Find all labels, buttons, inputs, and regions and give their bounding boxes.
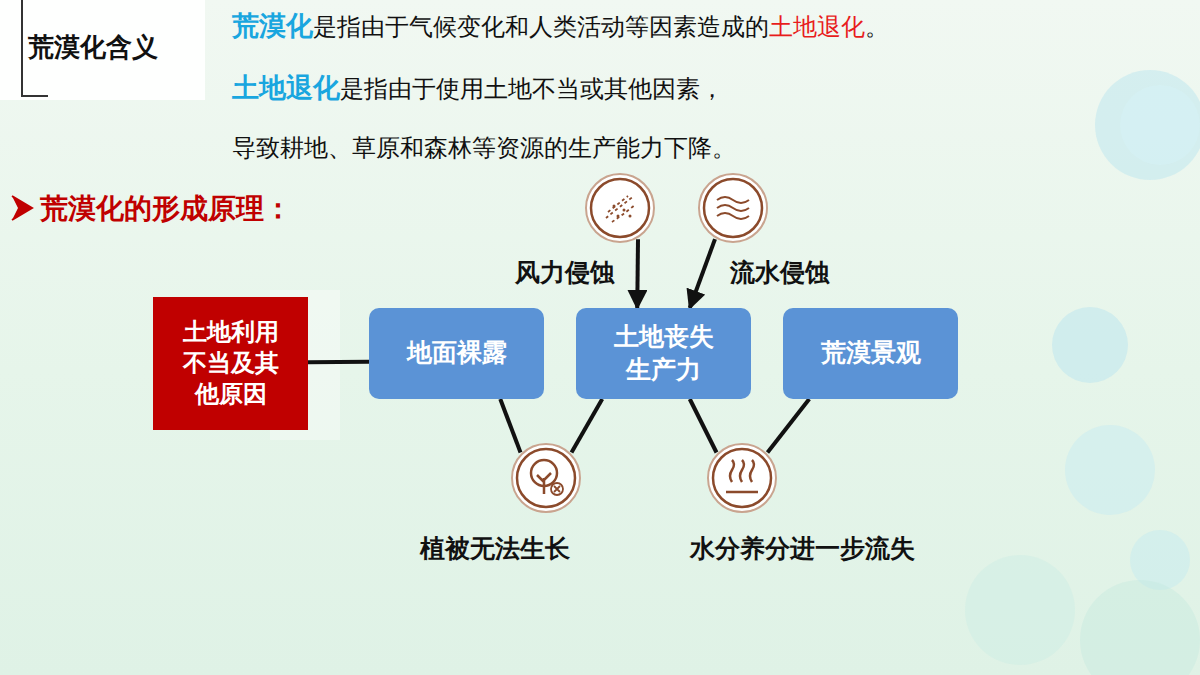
icon-ring	[512, 444, 580, 512]
definition-text: 是指由于气候变化和人类活动等因素造成的	[313, 11, 769, 43]
icon-circle-node: 水分养分进一步流失	[706, 442, 778, 514]
icon-ring	[517, 449, 575, 507]
process-box: 土地利用不当及其他原因	[153, 297, 308, 430]
water-symbol	[717, 197, 749, 219]
process-box: 地面裸露	[369, 308, 544, 399]
connector-line	[571, 399, 602, 453]
icon-circle-node: 风力侵蚀	[584, 172, 656, 244]
box-text: 荒漠景观	[821, 337, 921, 370]
icon-circle-node: 流水侵蚀	[697, 172, 769, 244]
icon-ring	[713, 449, 771, 507]
connector-line	[767, 399, 809, 453]
icon-circle	[510, 442, 582, 514]
box-text: 地面裸露	[407, 337, 507, 370]
icon-ring	[704, 179, 762, 237]
connector-line	[500, 399, 520, 453]
connector-line	[308, 360, 369, 364]
definition-text: 是指由于使用土地不当或其他因素，	[340, 73, 724, 105]
tree-crown	[531, 460, 557, 486]
no-mark	[551, 483, 563, 495]
definition-text: 土地退化	[769, 11, 865, 43]
text-row: 荒漠化是指由于气候变化和人类活动等因素造成的土地退化。	[232, 8, 889, 44]
icon-ring	[591, 179, 649, 237]
icon-label: 流水侵蚀	[730, 256, 830, 289]
definition-text: 导致耕地、草原和森林等资源的生产能力下降。	[232, 132, 736, 164]
tree-symbol	[537, 473, 551, 494]
sand-dot	[617, 215, 620, 218]
icon-circle	[706, 442, 778, 514]
icon-circle	[584, 172, 656, 244]
connector-arrow	[635, 239, 640, 308]
wind-symbol	[606, 196, 636, 222]
box-text: 土地利用不当及其他原因	[176, 317, 286, 411]
definition-text: 土地退化	[232, 70, 340, 106]
icon-label: 植被无法生长	[420, 532, 570, 565]
process-box: 土地丧失生产力	[576, 308, 751, 399]
icon-circle-node: 植被无法生长	[510, 442, 582, 514]
definition-text: 。	[865, 11, 889, 43]
heading-tag: 荒漠化含义	[0, 0, 205, 100]
sand-dot	[629, 215, 632, 218]
icon-ring	[699, 174, 767, 242]
icon-ring	[586, 174, 654, 242]
icon-ring	[708, 444, 776, 512]
heat-symbol	[726, 460, 758, 492]
box-text: 土地丧失生产力	[609, 321, 719, 386]
no-mark	[554, 486, 560, 492]
icon-label: 风力侵蚀	[515, 256, 615, 289]
definition-text: 荒漠化	[232, 8, 313, 44]
icon-label: 水分养分进一步流失	[690, 532, 915, 565]
connector-line	[690, 399, 717, 453]
icon-circle	[697, 172, 769, 244]
text-row: 土地退化是指由于使用土地不当或其他因素，	[232, 70, 724, 106]
text-row: 导致耕地、草原和森林等资源的生产能力下降。	[232, 132, 736, 164]
connector-arrow	[690, 239, 715, 308]
sand-dot	[623, 209, 626, 212]
sand-dot	[613, 205, 616, 208]
heading-text: 荒漠化含义	[28, 30, 158, 65]
process-box: 荒漠景观	[783, 308, 958, 399]
section-title: 荒漠化的形成原理：	[40, 190, 292, 228]
